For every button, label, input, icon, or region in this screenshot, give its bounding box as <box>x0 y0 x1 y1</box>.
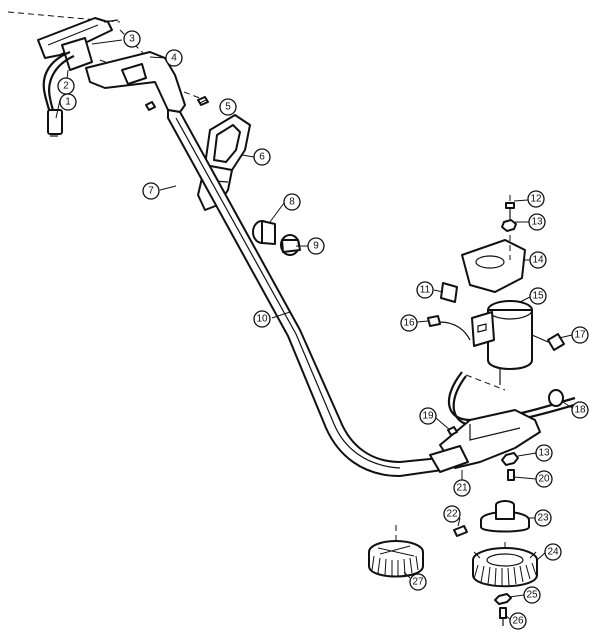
callout-25: 25 <box>523 586 541 604</box>
svg-text:23: 23 <box>537 513 549 524</box>
svg-text:4: 4 <box>171 53 177 64</box>
svg-text:11: 11 <box>420 285 431 296</box>
callout-24: 24 <box>544 543 562 561</box>
svg-text:10: 10 <box>256 314 268 325</box>
callout-2: 2 <box>57 77 75 95</box>
callout-9: 9 <box>307 237 325 255</box>
wire-brush <box>472 542 538 588</box>
switch-plate <box>440 282 458 303</box>
svg-text:18: 18 <box>574 405 586 416</box>
svg-text:24: 24 <box>547 547 559 558</box>
main-shaft <box>167 109 443 477</box>
svg-text:27: 27 <box>412 577 424 588</box>
nut-and-screw <box>501 452 519 481</box>
svg-text:13: 13 <box>531 217 543 228</box>
callout-27: 27 <box>409 573 427 591</box>
callout-20: 20 <box>535 470 553 488</box>
power-cord <box>42 50 75 137</box>
svg-text:5: 5 <box>225 102 231 113</box>
svg-text:12: 12 <box>530 194 542 205</box>
svg-text:20: 20 <box>538 474 550 485</box>
svg-text:14: 14 <box>532 255 544 266</box>
svg-text:21: 21 <box>456 483 468 494</box>
hub <box>480 500 530 533</box>
callout-4: 4 <box>165 49 183 67</box>
svg-text:16: 16 <box>403 318 415 329</box>
svg-text:7: 7 <box>148 186 154 197</box>
grinding-wheel <box>368 525 424 578</box>
callout-8: 8 <box>283 193 301 211</box>
svg-text:9: 9 <box>313 241 319 252</box>
svg-text:15: 15 <box>532 291 544 302</box>
spacer-and-knob <box>252 220 301 256</box>
svg-text:17: 17 <box>574 330 586 341</box>
callout-3: 3 <box>123 30 141 48</box>
callout-11: 11 <box>416 281 434 299</box>
svg-text:25: 25 <box>526 590 538 601</box>
callout-17: 17 <box>571 326 589 344</box>
svg-text:2: 2 <box>63 81 69 92</box>
callout-19: 19 <box>419 407 437 425</box>
svg-text:8: 8 <box>289 197 295 208</box>
motor <box>471 300 533 385</box>
callout-26: 26 <box>509 612 527 630</box>
leader-lines <box>55 39 573 620</box>
callout-22: 22 <box>443 505 461 523</box>
callout-16: 16 <box>400 314 418 332</box>
callout-14: 14 <box>529 251 547 269</box>
top-screw-nut <box>501 202 517 232</box>
callout-13-upper: 13 <box>528 213 546 231</box>
callout-18: 18 <box>571 401 589 419</box>
svg-text:19: 19 <box>422 411 434 422</box>
svg-text:13: 13 <box>538 448 550 459</box>
callout-5: 5 <box>219 98 237 116</box>
callout-15: 15 <box>529 287 547 305</box>
svg-text:26: 26 <box>512 616 524 627</box>
pin <box>453 525 468 537</box>
base-housing <box>429 409 541 473</box>
upper-handle <box>7 11 209 113</box>
callout-21: 21 <box>453 479 471 497</box>
svg-text:6: 6 <box>259 152 265 163</box>
svg-text:1: 1 <box>65 97 71 108</box>
washer-and-screw <box>494 593 512 626</box>
callout-6: 6 <box>253 148 271 166</box>
callout-13-lower: 13 <box>535 444 553 462</box>
callout-7: 7 <box>142 182 160 200</box>
callout-1: 1 <box>59 93 77 111</box>
svg-text:22: 22 <box>446 509 458 520</box>
callout-10: 10 <box>253 310 271 328</box>
callout-12: 12 <box>527 190 545 208</box>
motor-cover <box>461 195 526 293</box>
svg-text:3: 3 <box>129 34 135 45</box>
callout-23: 23 <box>534 509 552 527</box>
